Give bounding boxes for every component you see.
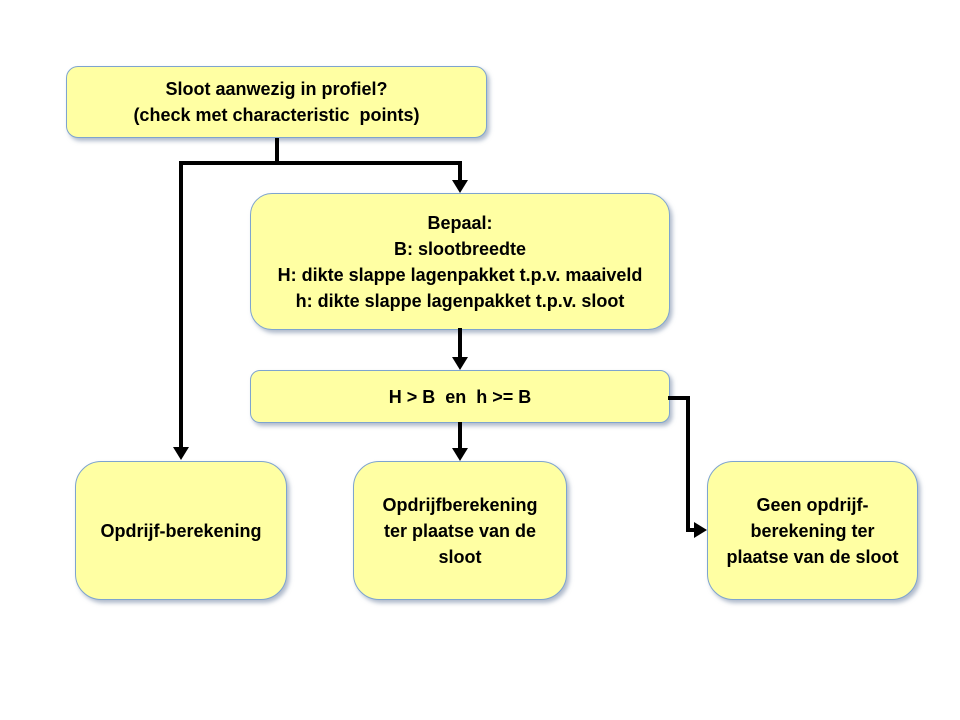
connector-branch-left-vertical [179, 161, 183, 448]
node-opdrijf-sloot-line2: ter plaatse van de [383, 520, 537, 541]
arrowhead-right-geen-opdrijf [694, 522, 707, 538]
arrowhead-down-opdrijf-berekening [173, 447, 189, 460]
node-condition: H > B en h >= B [250, 370, 670, 423]
node-geen-opdrijf-line2: berekening ter [750, 520, 875, 541]
node-bepaal-line4: h: dikte slappe lagenpakket t.p.v. sloot [295, 290, 625, 311]
node-sloot-question-line2: (check met characteristic points) [133, 105, 420, 125]
connector-condition-right-vertical [686, 396, 690, 532]
node-opdrijf-berekening-line1: Opdrijf-berekening [100, 520, 262, 541]
connector-branch-right-vertical [458, 161, 462, 181]
connector-condition-right-horizontal [668, 396, 690, 400]
node-condition-line1: H > B en h >= B [388, 386, 532, 407]
arrowhead-down-opdrijf-sloot [452, 448, 468, 461]
node-geen-opdrijf-line3: plaatse van de sloot [726, 546, 899, 567]
node-bepaal-line1: Bepaal: [427, 212, 493, 233]
node-opdrijf-sloot-line1: Opdrijfberekening [382, 494, 538, 515]
node-bepaal-line2: B: slootbreedte [393, 238, 526, 259]
connector-condition-opdrijf-sloot [458, 422, 462, 449]
node-bepaal-line3: H: dikte slappe lagenpakket t.p.v. maaiv… [277, 264, 643, 285]
node-sloot-question-line1: Sloot aanwezig in profiel? [165, 79, 388, 99]
arrowhead-down-bepaal [452, 180, 468, 193]
node-sloot-question: Sloot aanwezig in profiel? (check met ch… [66, 66, 487, 138]
connector-question-stub [275, 138, 279, 165]
node-opdrijf-sloot-line3: sloot [438, 546, 482, 567]
node-opdrijf-berekening: Opdrijf-berekening [75, 461, 287, 600]
connector-condition-right-into-node [686, 528, 696, 532]
node-geen-opdrijf: Geen opdrijf- berekening ter plaatse van… [707, 461, 918, 600]
arrowhead-down-condition [452, 357, 468, 370]
node-opdrijf-sloot: Opdrijfberekening ter plaatse van de slo… [353, 461, 567, 600]
connector-bepaal-condition [458, 328, 462, 358]
connector-branch-horizontal [179, 161, 462, 165]
node-bepaal: Bepaal: B: slootbreedte H: dikte slappe … [250, 193, 670, 330]
node-geen-opdrijf-line1: Geen opdrijf- [756, 494, 869, 515]
